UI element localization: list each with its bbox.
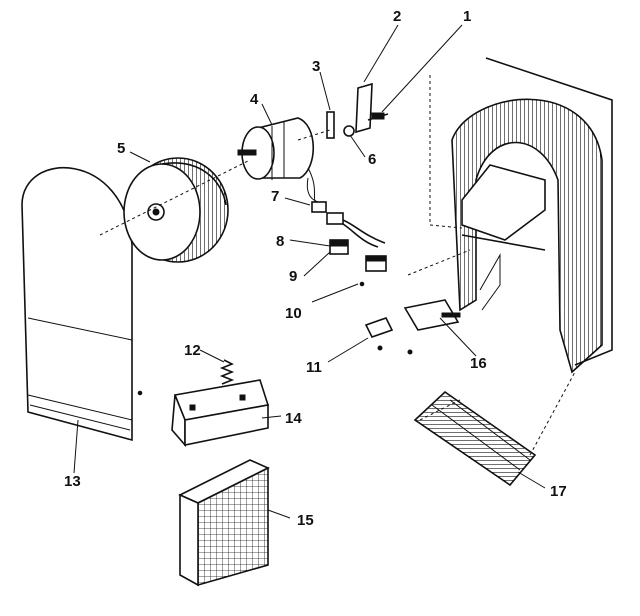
callout-16: 16 <box>470 355 487 372</box>
callout-7: 7 <box>271 188 279 205</box>
switch-and-knob <box>329 239 387 287</box>
blower-housing <box>451 57 613 374</box>
wire-harness <box>306 177 386 248</box>
callout-9: 9 <box>289 268 297 285</box>
callout-5: 5 <box>117 140 125 157</box>
callout-1: 1 <box>463 8 471 25</box>
callout-6: 6 <box>368 151 376 168</box>
callout-3: 3 <box>312 58 320 75</box>
grille-part-17 <box>413 390 537 487</box>
bracket-hardware <box>326 82 389 139</box>
callout-12: 12 <box>184 342 201 359</box>
leader-lines <box>73 24 546 519</box>
tray-part-14 <box>171 379 270 448</box>
callout-14: 14 <box>285 410 302 427</box>
filter-part-15 <box>178 459 270 587</box>
assembly-guide-lines <box>99 75 576 456</box>
callout-4: 4 <box>250 91 259 108</box>
callout-10: 10 <box>285 305 302 322</box>
callout-13: 13 <box>64 473 81 490</box>
callout-8: 8 <box>276 233 284 250</box>
callout-15: 15 <box>297 512 314 529</box>
callout-labels: 1 2 3 4 5 6 7 8 9 10 11 12 13 14 15 16 1… <box>64 8 567 529</box>
front-panel-part-13 <box>21 166 143 442</box>
blower-wheel-part-5 <box>123 157 229 263</box>
callout-11: 11 <box>306 359 322 376</box>
spring-part-12 <box>219 359 235 385</box>
callout-2: 2 <box>393 8 401 25</box>
callout-17: 17 <box>550 483 567 500</box>
mounting-plates <box>364 299 461 355</box>
